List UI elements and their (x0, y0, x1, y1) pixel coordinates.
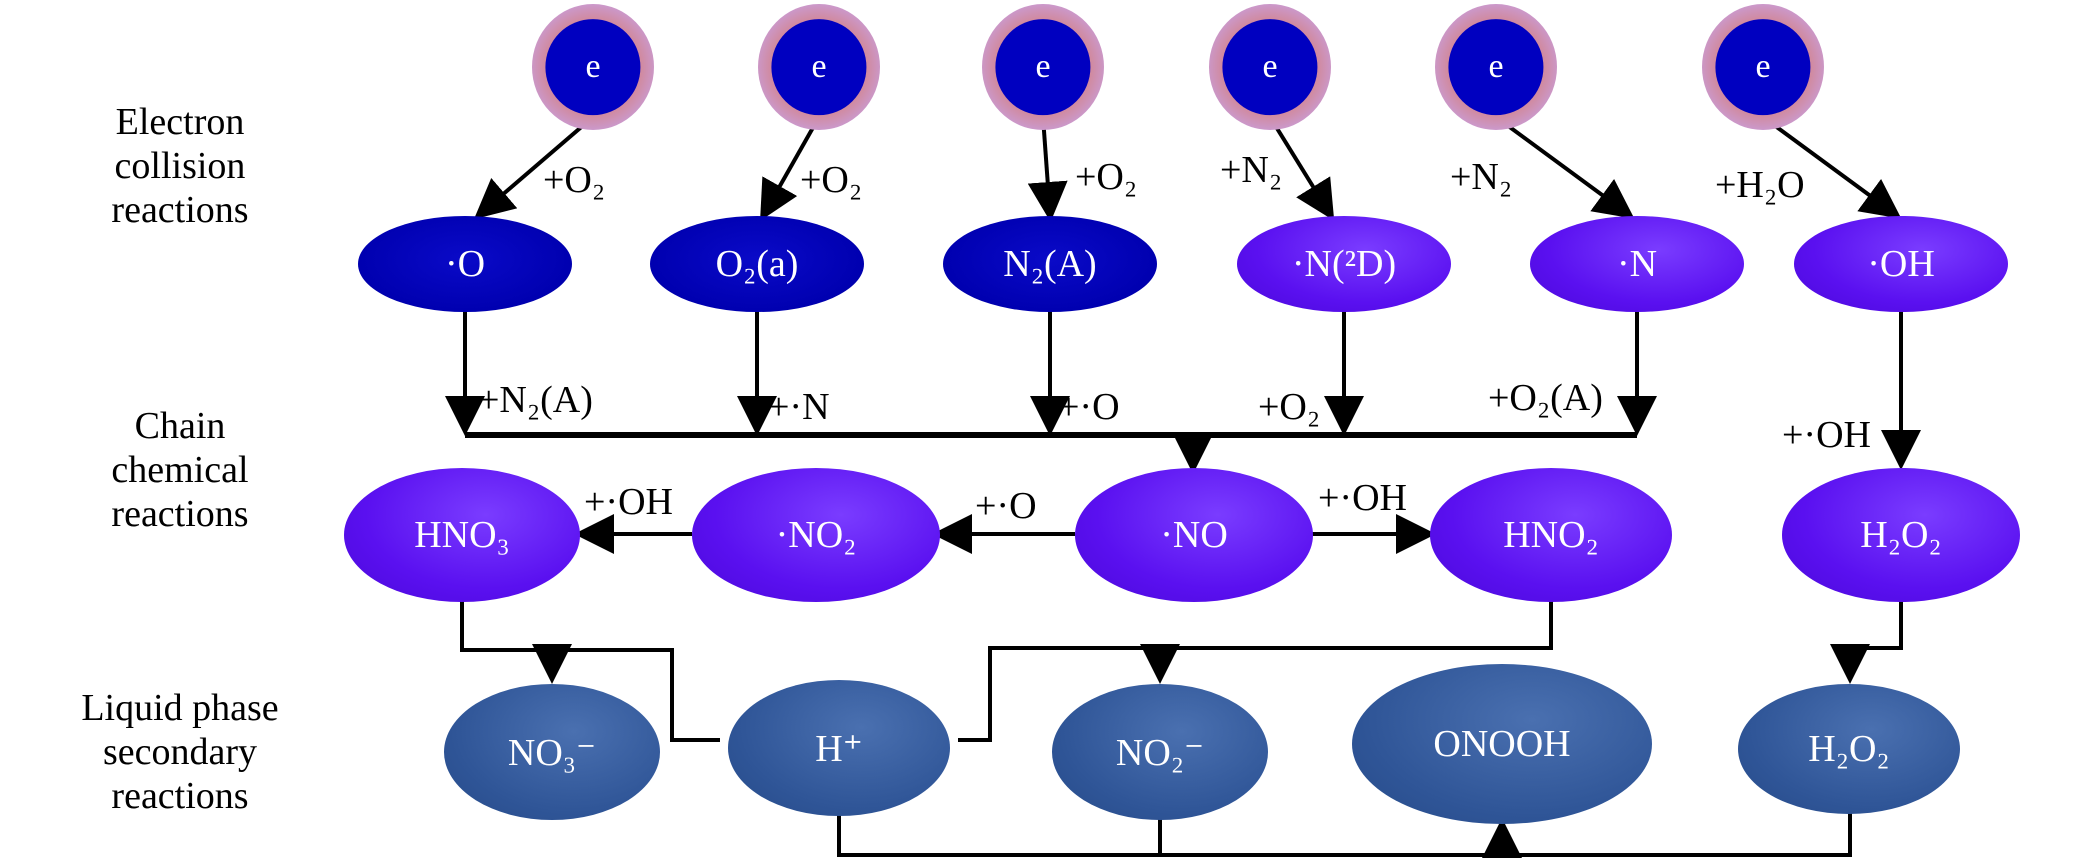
row-label-liquid-phase: Liquid phase secondary reactions (81, 687, 279, 817)
reagent-e1: +O₂ (543, 159, 606, 201)
arrow-e4-N2D (1268, 115, 1335, 221)
arrow-e5-N (1494, 115, 1635, 219)
reagent-bus-2: +·N (768, 386, 830, 428)
reagent-bus-3: +·O (1058, 386, 1120, 428)
species-ONOOH: ONOOH (1352, 664, 1652, 824)
species-NO2-minus: NO₂⁻ (1052, 684, 1268, 820)
reagent-e2: +O₂ (800, 159, 863, 201)
species-N: ·N (1530, 216, 1744, 312)
arrow-e1-O (473, 115, 595, 220)
electron-4: e (1209, 4, 1331, 130)
line-H2O2-step (1830, 600, 1903, 684)
row-label-chain-chemical: Chain chemical reactions (111, 405, 249, 535)
species-O: ·O (358, 216, 572, 312)
line-HNO2-split (958, 600, 1553, 742)
reagent-e4: +N₂ (1220, 149, 1283, 191)
species-NO2: ·NO₂ (692, 468, 940, 602)
reagent-e3: +O₂ (1075, 156, 1138, 198)
species-N2A: N₂(A) (943, 216, 1157, 312)
reagent-bus-1: +N₂(A) (478, 379, 593, 421)
species-HNO2: HNO₂ (1430, 468, 1672, 602)
reagent-bus-4: +O₂ (1258, 386, 1321, 428)
line-bottom-loop (837, 800, 1852, 857)
species-HNO3: HNO₃ (344, 468, 580, 602)
arrow-e6-OH (1761, 115, 1902, 219)
reagent-e5: +N₂ (1450, 156, 1513, 198)
reagent-e6: +H₂O (1715, 164, 1805, 206)
species-O2a: O₂(a) (650, 216, 864, 312)
electron-1: e (532, 4, 654, 130)
species-H2O2-gas: H₂O₂ (1782, 468, 2020, 602)
electron-3: e (982, 4, 1104, 130)
electron-6: e (1702, 4, 1824, 130)
arrow-e2-O2a (760, 116, 821, 221)
arrow-e3-N2A (1027, 116, 1068, 222)
reagent-bus-5: +O₂(A) (1488, 377, 1603, 419)
reagent-no-hno2: +·OH (1318, 477, 1407, 519)
line-HNO3-split (460, 600, 720, 742)
electron-2: e (758, 4, 880, 130)
species-H-plus: H⁺ (728, 680, 950, 816)
species-OH: ·OH (1794, 216, 2008, 312)
row-label-electron-collision: Electron collision reactions (111, 101, 249, 231)
reagent-oh-h2o2: +·OH (1782, 414, 1871, 456)
species-NO: ·NO (1075, 468, 1313, 602)
species-H2O2-liquid: H₂O₂ (1738, 684, 1960, 814)
reagent-no-no2: +·O (975, 485, 1037, 527)
reagent-no2-hno3: +·OH (584, 481, 673, 523)
species-N2D: ·N(²D) (1237, 216, 1451, 312)
species-NO3-minus: NO₃⁻ (444, 684, 660, 820)
electron-5: e (1435, 4, 1557, 130)
